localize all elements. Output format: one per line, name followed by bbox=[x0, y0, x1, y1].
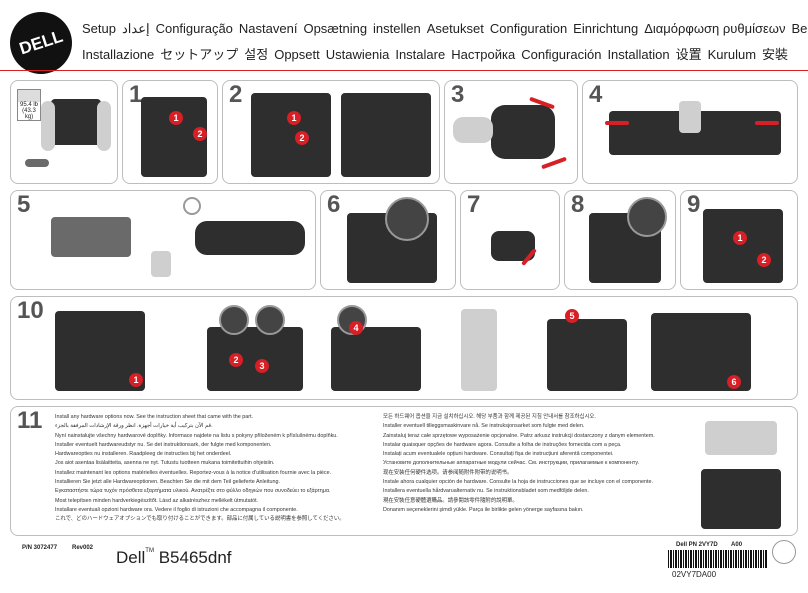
instruction-text: 모든 하드웨어 옵션을 지금 설치하십시오. 해당 부품과 함께 제공된 지침 … bbox=[383, 414, 596, 420]
instruction-text: Installez maintenant les options matérie… bbox=[55, 469, 332, 476]
callout-badge: 2 bbox=[295, 131, 309, 145]
optional-tray-illustration bbox=[705, 421, 777, 455]
callout-badge: 2 bbox=[757, 253, 771, 267]
callout-badge: 2 bbox=[229, 353, 243, 367]
callout-badge: 5 bbox=[565, 309, 579, 323]
optional-cabinet-illustration bbox=[701, 469, 781, 529]
instruction-text: Installieren Sie jetzt alle Hardwareopti… bbox=[55, 479, 280, 486]
callout-badge: 6 bbox=[727, 375, 741, 389]
toner-cartridge-illustration bbox=[491, 105, 555, 159]
instruction-text: Jos aiot asentaa lisälaitteita, asenna n… bbox=[55, 460, 275, 467]
step-number: 11 bbox=[17, 407, 43, 434]
printer-close-illustration bbox=[703, 209, 783, 283]
hand-illustration bbox=[453, 117, 493, 143]
instruction-text: قم الآن بتركيب أية خيارات أجهزة. انظر ور… bbox=[55, 423, 213, 430]
instruction-text: Installare eventuali opzioni hardware or… bbox=[55, 506, 298, 513]
revision: Rev002 bbox=[72, 545, 94, 551]
panel-step-2: 2 1 2 bbox=[222, 80, 440, 184]
barcode bbox=[668, 550, 768, 568]
callout-badge: 4 bbox=[349, 321, 363, 335]
instruction-text: 现在安装任何硬件选项。请参阅随附件附带的说明书。 bbox=[383, 469, 513, 476]
panel-step-6: 6 bbox=[320, 190, 456, 290]
panel-step-1: 1 1 2 bbox=[122, 80, 218, 184]
corner-mark-icon bbox=[772, 540, 796, 564]
dell-part-number: Dell PN 2VY7D A00 bbox=[676, 542, 743, 548]
step-number: 6 bbox=[327, 191, 341, 218]
remove-arrow-icon bbox=[755, 121, 779, 125]
callout-badge: 3 bbox=[255, 359, 269, 373]
install-instructions-left: Install any hardware options now. See th… bbox=[55, 413, 345, 525]
panel-step-8: 8 bbox=[564, 190, 676, 290]
tray-guide-illustration bbox=[331, 327, 421, 391]
instruction-text: Installera eventuella hårdvarualternativ… bbox=[383, 488, 589, 495]
panel-step-10: 10 1 2 3 4 5 6 bbox=[10, 296, 798, 400]
panel-step-7: 7 bbox=[460, 190, 560, 290]
panel-step-4: 4 bbox=[582, 80, 798, 184]
remove-arrow-icon bbox=[605, 121, 629, 125]
panel-step-5: 5 bbox=[10, 190, 316, 290]
step-number: 3 bbox=[451, 81, 465, 108]
callout-badge: 1 bbox=[169, 111, 183, 125]
header-divider bbox=[0, 70, 808, 71]
step-number: 4 bbox=[589, 81, 603, 108]
accessory-item bbox=[25, 159, 49, 167]
instruction-text: Instalați acum eventualele opțiuni hardw… bbox=[383, 451, 614, 458]
panel-step-3: 3 bbox=[444, 80, 578, 184]
no-light-icon bbox=[183, 197, 201, 215]
step-number: 10 bbox=[17, 297, 44, 324]
callout-badge: 2 bbox=[193, 127, 207, 141]
paper-flex-illustration bbox=[461, 309, 497, 391]
instruction-text: Installer eventuell tilleggsmaskinvare n… bbox=[383, 423, 585, 430]
callout-badge: 1 bbox=[733, 231, 747, 245]
person-right-illustration bbox=[97, 101, 111, 151]
printer-cartridge-illustration bbox=[341, 93, 431, 177]
instruction-text: Instalar quaisquer opções de hardware ag… bbox=[383, 441, 622, 448]
tray-guide-illustration bbox=[207, 327, 303, 391]
packaging-illustration bbox=[51, 217, 131, 257]
callout-badge: 1 bbox=[287, 111, 301, 125]
callout-badge: 1 bbox=[129, 373, 143, 387]
photoconductor-illustration bbox=[195, 221, 305, 255]
panel-step-11: 11 Install any hardware options now. See… bbox=[10, 406, 798, 536]
zoom-detail-icon bbox=[255, 305, 285, 335]
instruction-text: これで、どのハードウェアオプションでも取り付けることができます。部品に付属してい… bbox=[55, 516, 345, 523]
part-number: P/N 3072477 bbox=[22, 545, 58, 551]
step-number: 5 bbox=[17, 191, 31, 218]
step-number: 2 bbox=[229, 81, 243, 108]
packing-tape-illustration bbox=[679, 101, 701, 133]
install-instructions-right: 모든 하드웨어 옵션을 지금 설치하십시오. 해당 부품과 함께 제공된 지침 … bbox=[383, 413, 655, 515]
shake-arrow-icon bbox=[541, 156, 567, 170]
person-left-illustration bbox=[41, 101, 55, 151]
panel-unpack: 95.4 lb(43.3 kg) bbox=[10, 80, 118, 184]
printer-illustration bbox=[51, 99, 101, 145]
instruction-text: Installer eventuelt hardwareudstyr nu. S… bbox=[55, 441, 272, 448]
zoom-detail-icon bbox=[627, 197, 667, 237]
printer-open-illustration bbox=[251, 93, 331, 177]
zoom-detail-icon bbox=[219, 305, 249, 335]
instruction-text: 現在安裝任意硬體選購品。請參閱該零件隨附的說明單。 bbox=[383, 497, 518, 504]
instruction-text: Установите дополнительные аппаратные мод… bbox=[383, 460, 640, 467]
instruction-text: Nyní nainstalujte všechny hardwarové dop… bbox=[55, 432, 338, 439]
instruction-text: Most telepítsen minden hardverkiegészítő… bbox=[55, 497, 259, 504]
barcode-text: 02VY7DA00 bbox=[672, 570, 717, 579]
instruction-text: Εγκαταστήστε τώρα τυχόν πρόσθετα εξαρτήμ… bbox=[55, 488, 331, 495]
model-name: DellTM B5465dnf bbox=[116, 548, 232, 567]
weight-warning-icon: 95.4 lb(43.3 kg) bbox=[17, 89, 41, 121]
tray-load-illustration bbox=[547, 319, 627, 391]
step-number: 9 bbox=[687, 191, 701, 218]
trash-bin-icon bbox=[151, 251, 171, 277]
panel-step-9: 9 1 2 bbox=[680, 190, 798, 290]
zoom-detail-icon bbox=[385, 197, 429, 241]
step-number: 8 bbox=[571, 191, 585, 218]
dell-logo: DELL bbox=[10, 12, 72, 74]
step-number: 7 bbox=[467, 191, 481, 218]
step-number: 1 bbox=[129, 81, 143, 108]
instruction-text: Hardwareopties nu installeren. Raadpleeg… bbox=[55, 451, 232, 458]
instruction-text: Donanım seçeneklerini şimdi yükle. Parça… bbox=[383, 506, 584, 513]
instruction-text: Instale ahora cualquier opción de hardwa… bbox=[383, 479, 654, 486]
instruction-text: Install any hardware options now. See th… bbox=[55, 414, 254, 420]
instruction-text: Zainstaluj teraz całe sprzętowe wyposaże… bbox=[383, 432, 655, 439]
